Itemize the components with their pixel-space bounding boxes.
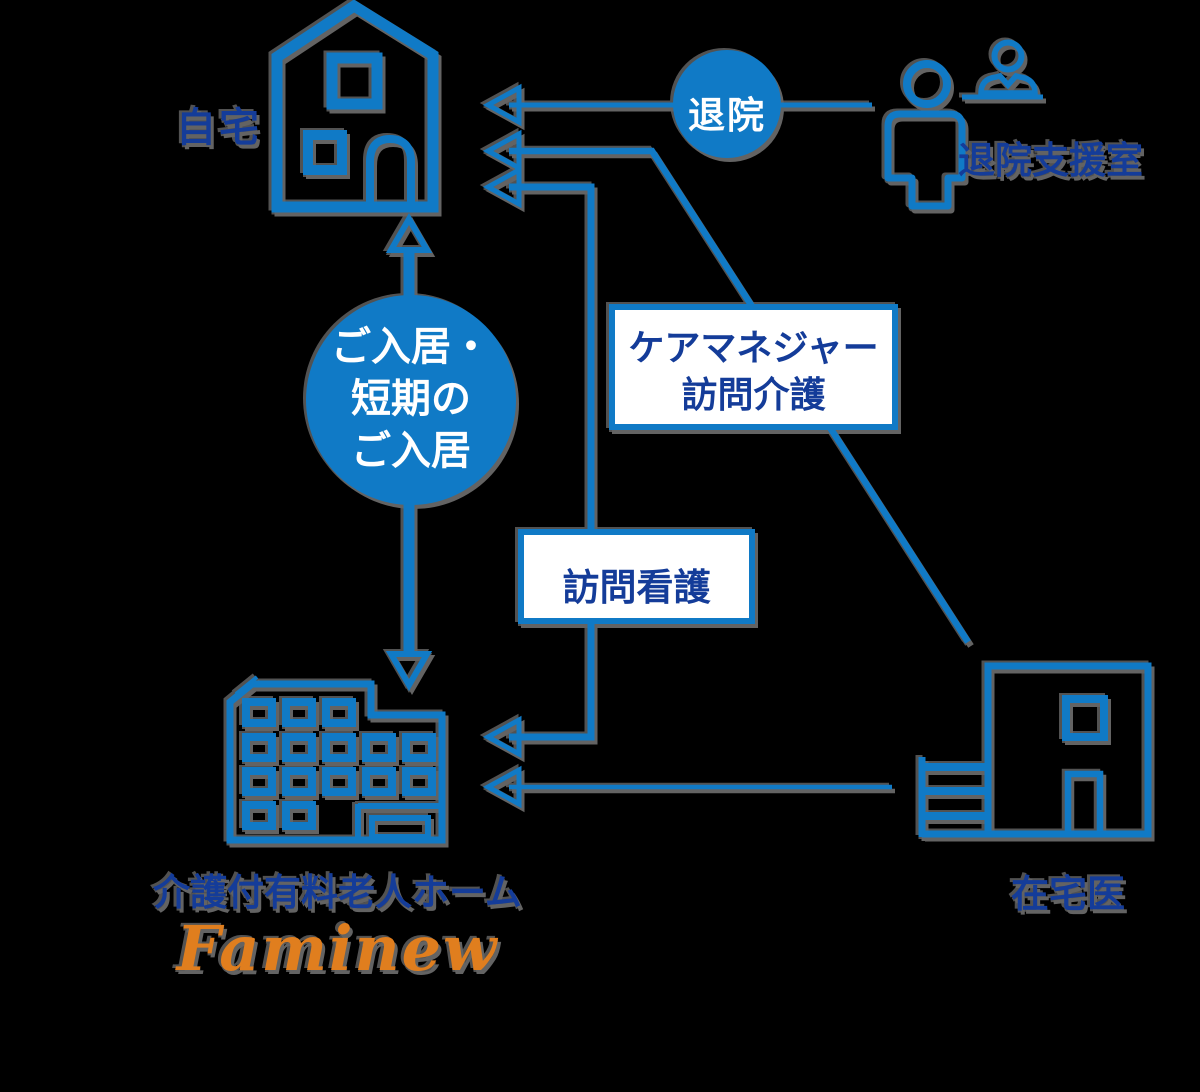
- move-in-line-1: ご入居・: [331, 325, 491, 369]
- discharge-badge-label: 退院: [688, 95, 766, 136]
- home-icon: [271, 0, 439, 213]
- home-doctor-label: 在宅医: [1010, 874, 1125, 916]
- staff-icon: [884, 60, 966, 210]
- visiting-nurse-box: [518, 529, 755, 624]
- nursing-home-label: 介護付有料老人ホーム: [153, 872, 522, 913]
- discharge-arrow: [482, 83, 872, 127]
- care-manager-box-label: ケアマネジャー 訪問介護: [612, 324, 895, 418]
- discharge-support-label: 退院支援室: [958, 140, 1143, 181]
- visiting-nurse-arrow: [482, 165, 595, 759]
- care-manager-line-1: ケアマネジャー: [628, 327, 879, 368]
- home-label: 自宅: [176, 106, 262, 150]
- discharge-badge: [673, 50, 781, 158]
- receptionist-icon: [962, 39, 1043, 100]
- move-in-line-3: ご入居: [351, 429, 471, 473]
- move-in-badge-label: ご入居・ 短期の ご入居: [311, 321, 511, 477]
- home-doctor-arrow: [482, 765, 892, 809]
- care-manager-line-2: 訪問介護: [681, 374, 826, 415]
- care-manager-arrow: [482, 129, 971, 644]
- move-in-line-2: 短期の: [351, 377, 471, 421]
- faminew-brand: Faminew: [176, 912, 499, 985]
- nursing-home-icon: [226, 675, 446, 844]
- move-in-badge: [306, 295, 516, 505]
- home-doctor-icon: [918, 662, 1152, 838]
- care-manager-box: [609, 304, 898, 430]
- visiting-nurse-box-label: 訪問看護: [562, 567, 711, 608]
